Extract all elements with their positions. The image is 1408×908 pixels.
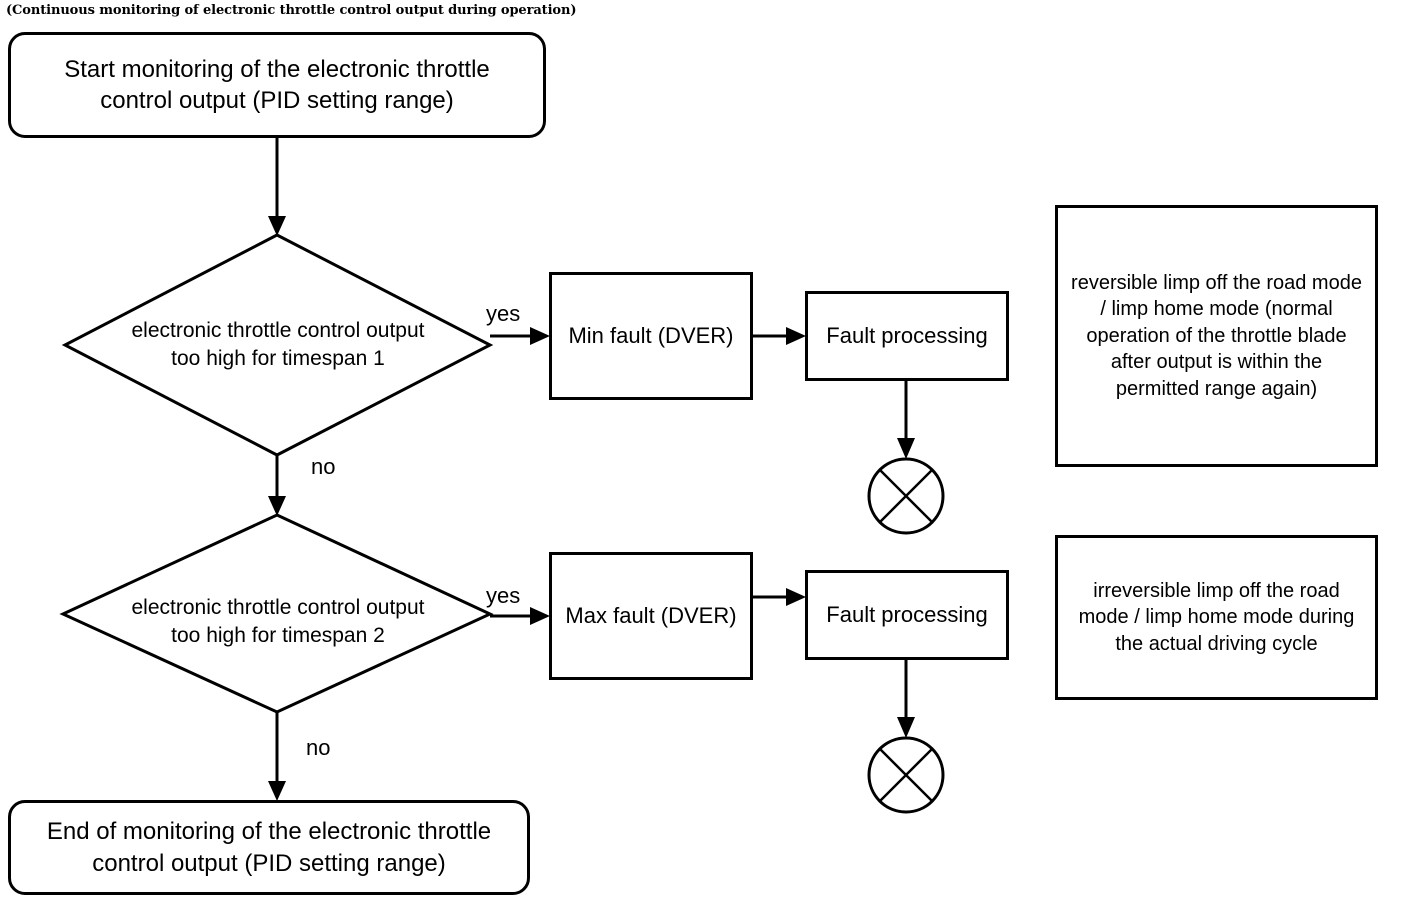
decision-2-diamond [59,513,494,714]
header-caption: (Continuous monitoring of electronic thr… [6,3,577,18]
decision-2-yes-label: yes [486,583,521,608]
connector-decision-2-no-to-end [268,712,286,801]
connector-start-to-decision-1 [268,138,286,236]
connector-decision-1-no-to-decision-2 [268,455,286,516]
note-irreversible-limp: irreversible limp off the road mode / li… [1055,535,1378,700]
decision-1-no-label: no [311,454,336,479]
max-fault-node: Max fault (DVER) [549,552,753,680]
end-terminator: End of monitoring of the electronic thro… [8,800,530,895]
fault-processing-node-1: Fault processing [805,291,1009,381]
crossed-circle-1 [867,457,945,535]
connector-decision-2-yes-to-max-fault [490,607,550,625]
connector-min-fault-to-fault-processing-1 [753,327,806,345]
connector-fault-processing-2-to-symbol [897,660,915,738]
decision-1-yes-label: yes [486,301,521,326]
connector-decision-1-yes-to-min-fault [490,327,550,345]
start-terminator: Start monitoring of the electronic throt… [8,32,546,138]
fault-processing-node-2: Fault processing [805,570,1009,660]
min-fault-node: Min fault (DVER) [549,272,753,400]
connector-max-fault-to-fault-processing-2 [753,588,806,606]
crossed-circle-2 [867,736,945,814]
decision-1-diamond [61,233,494,457]
note-reversible-limp: reversible limp off the road mode / limp… [1055,205,1378,467]
decision-2-no-label: no [306,735,331,760]
connector-fault-processing-1-to-symbol [897,381,915,459]
